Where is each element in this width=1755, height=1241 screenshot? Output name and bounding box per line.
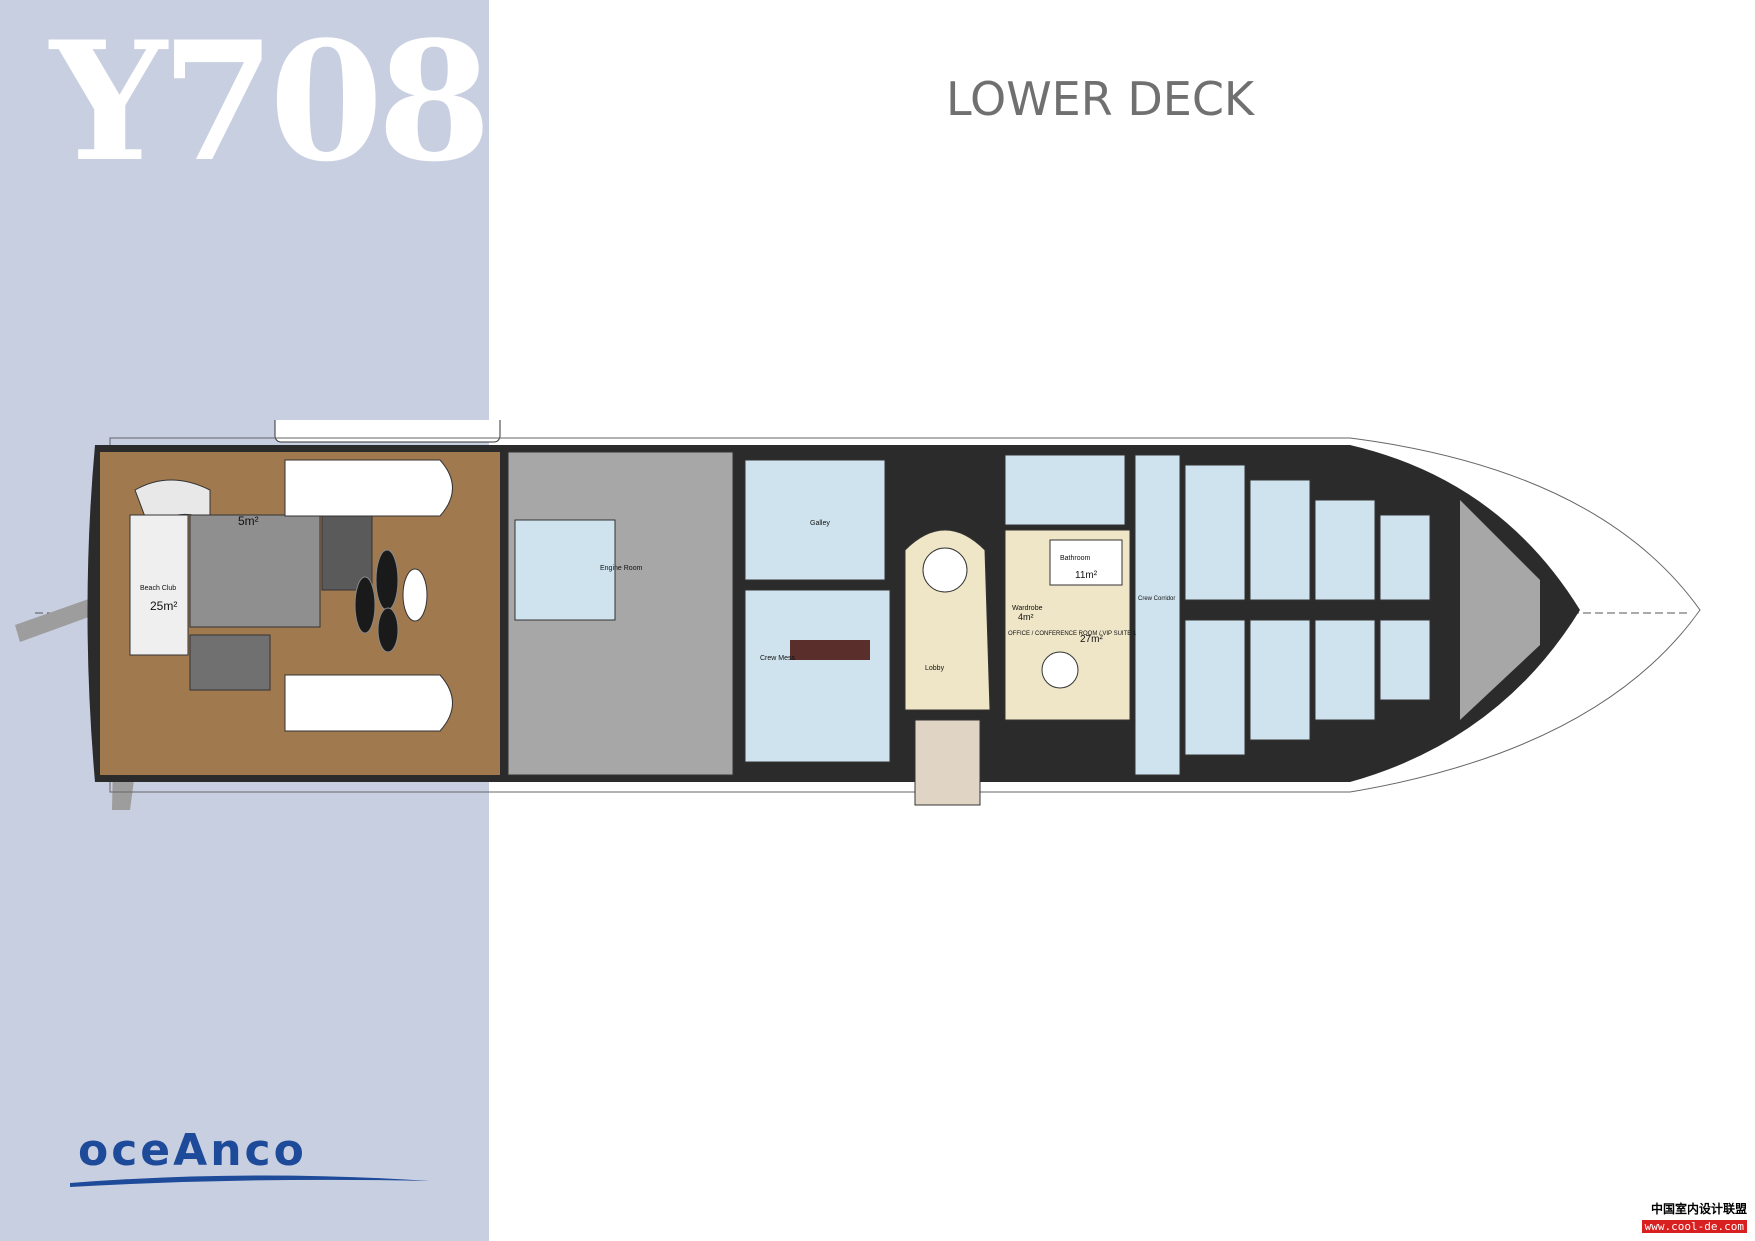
side-hatch-upper (274, 420, 501, 443)
tender-boats (284, 459, 453, 732)
crew-corridor-label: Crew Corridor (1138, 596, 1175, 602)
hull-outline (109, 437, 1701, 793)
bow-storage (1460, 500, 1540, 720)
bathroom-area: 11m² (1075, 570, 1098, 581)
passerelle (15, 595, 108, 642)
office-label: OFFICE / CONFERENCE ROOM / VIP SUITE 1 (1008, 631, 1137, 637)
galley (744, 459, 886, 581)
crew-cabins (1184, 464, 1431, 756)
wardrobe-area: 4m² (1018, 612, 1034, 622)
office-area: 27m² (1080, 634, 1103, 645)
watermark-cn: 中国室内设计联盟 (1650, 1202, 1747, 1216)
brand-logo: oceAnco (70, 1125, 430, 1195)
watermark-url: www.cool-de.com (1641, 1220, 1747, 1233)
lobby-steps (914, 719, 981, 806)
wardrobe-label: Wardrobe (1012, 605, 1043, 612)
bathroom-label: Bathroom (1060, 555, 1091, 562)
technical-space (189, 634, 271, 691)
switchboard-room (514, 519, 616, 621)
lobby-label: Lobby (925, 665, 945, 672)
watermark: 中国室内设计联盟 www.cool-de.com (1641, 1200, 1747, 1235)
crew-mess-label: Crew Mess (760, 655, 796, 662)
office-bathroom (1049, 539, 1123, 586)
engineers-cabin (1004, 454, 1126, 526)
tender-bay (189, 514, 321, 628)
spiral-stair (922, 547, 968, 593)
conference-table (1041, 651, 1079, 689)
galley-label: Galley (810, 520, 830, 527)
crew-corridor (1134, 454, 1181, 776)
beach-club-area: 25m² (150, 599, 177, 613)
beach-club-label: Beach Club (140, 585, 176, 592)
engine-room-label: Engine Room (600, 565, 643, 572)
brand-swoosh (70, 1175, 430, 1187)
deck-title: LOWER DECK (946, 72, 1255, 126)
model-name: Y708 (50, 5, 491, 198)
plan-labels: 25m² Beach Club 5m² Galley Crew Mess Lob… (140, 514, 1175, 672)
crew-mess-counter (790, 640, 870, 660)
deck-plan (15, 420, 1701, 810)
crew-mess (744, 589, 891, 763)
jet-skis (354, 549, 399, 653)
brand-name: oceAnco (78, 1125, 307, 1176)
beach-club-room (129, 514, 189, 656)
storage-area: 5m² (238, 514, 259, 528)
